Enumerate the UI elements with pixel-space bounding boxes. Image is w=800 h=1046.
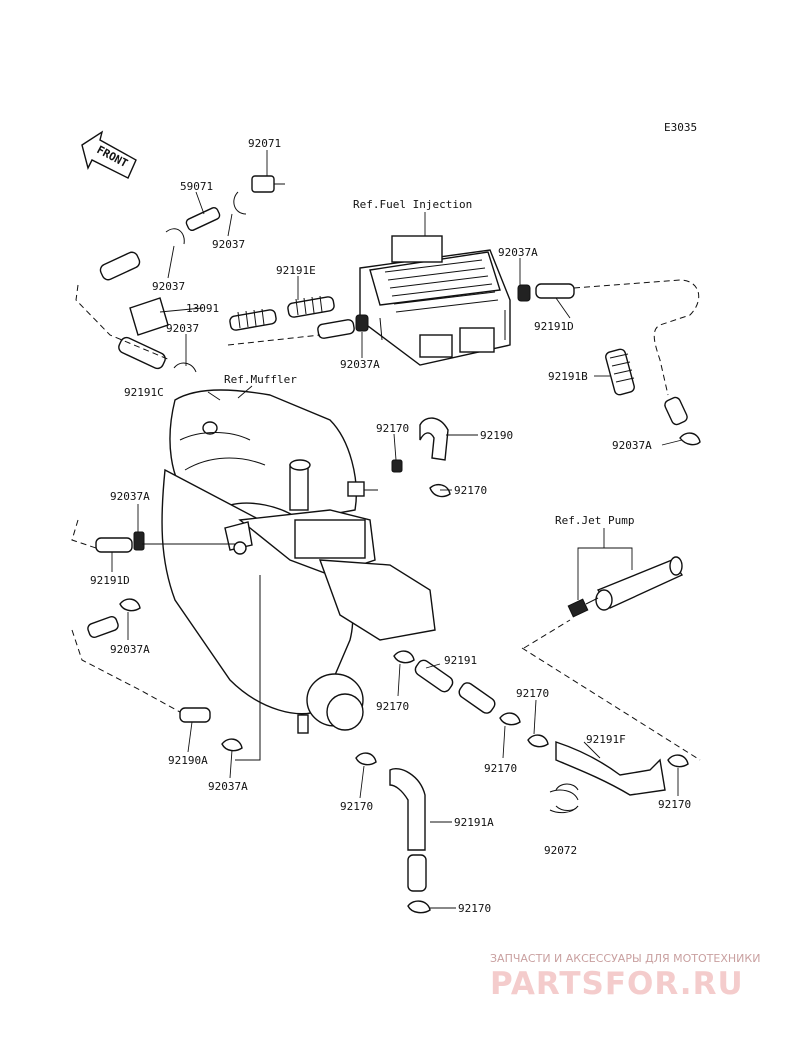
part-label-92170: 92170 (376, 422, 409, 435)
part-label-92191d: 92191D (90, 574, 130, 587)
part-label-92191c: 92191C (124, 386, 164, 399)
part-label-92037: 92037 (212, 238, 245, 251)
part-label-92170: 92170 (516, 687, 549, 700)
jet-pump-fitting (567, 556, 684, 618)
part-label-92191f: 92191F (586, 733, 626, 746)
part-label-92037a: 92037A (612, 439, 652, 452)
watermark: ЗАПЧАСТИ И АКСЕССУАРЫ ДЛЯ МОТОТЕХНИКИ PA… (490, 952, 760, 1002)
ref-muffler-label: Ref.Muffler (224, 373, 297, 386)
part-label-92037a: 92037A (208, 780, 248, 793)
fuel-injection-module (359, 235, 511, 366)
muffler-assembly (161, 389, 436, 761)
watermark-brand: PARTSFOR.RU (490, 966, 744, 1002)
part-label-92170: 92170 (484, 762, 517, 775)
part-label-92037a: 92037A (110, 490, 150, 503)
part-label-92190: 92190 (480, 429, 513, 442)
ref-jet-pump-label: Ref.Jet Pump (555, 514, 634, 527)
front-arrow-icon: FRONT (81, 130, 137, 179)
part-labels: 92071 59071 92037 92037 13091 92037 9219… (90, 137, 691, 915)
part-label-92170: 92170 (340, 800, 373, 813)
part-label-92190a: 92190A (168, 754, 208, 767)
watermark-tagline: ЗАПЧАСТИ И АКСЕССУАРЫ ДЛЯ МОТОТЕХНИКИ (490, 952, 760, 965)
leader-lines (111, 150, 683, 909)
part-label-59071: 59071 (180, 180, 213, 193)
part-label-92037: 92037 (152, 280, 185, 293)
part-label-92037: 92037 (166, 322, 199, 335)
part-label-92071: 92071 (248, 137, 281, 150)
ref-fuel-injection-label: Ref.Fuel Injection (353, 198, 472, 211)
part-label-92072: 92072 (544, 844, 577, 857)
hose-clamps (119, 191, 701, 914)
part-label-92191d: 92191D (534, 320, 574, 333)
part-label-92191e: 92191E (276, 264, 316, 277)
part-label-92191b: 92191B (548, 370, 588, 383)
part-label-92170: 92170 (458, 902, 491, 915)
part-label-92191a: 92191A (454, 816, 494, 829)
part-label-92170: 92170 (376, 700, 409, 713)
part-label-13091: 13091 (186, 302, 219, 315)
part-label-92037a: 92037A (498, 246, 538, 259)
part-label-92170: 92170 (454, 484, 487, 497)
hose-parts (87, 175, 688, 892)
part-label-92191: 92191 (444, 654, 477, 667)
routing-lines (71, 279, 701, 761)
diagram-code: E3035 (664, 121, 697, 134)
part-label-92170: 92170 (658, 798, 691, 811)
part-label-92037a: 92037A (340, 358, 380, 371)
part-label-92037a: 92037A (110, 643, 150, 656)
